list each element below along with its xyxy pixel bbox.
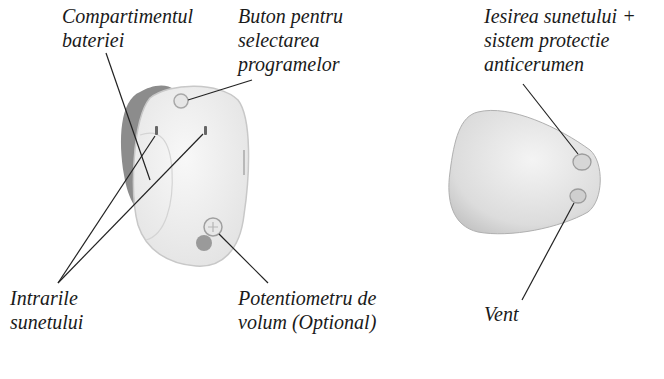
part-label: Intrarile sunetului [10,286,110,334]
part-label: Buton pentru selectarea programelor [238,4,360,76]
leader-line [219,234,268,283]
leader-line [106,53,150,180]
leader-line [522,203,574,300]
volume-knob-base [196,235,212,251]
leader-line [58,136,155,283]
leader-line [188,80,252,100]
leader-line [58,134,203,283]
part-label: Compartimentul bateriei [62,4,202,52]
program-button [174,94,188,108]
leader-line [523,84,578,154]
sound-input [155,126,158,135]
edge-mark [243,150,245,175]
part-label: Vent [484,302,584,326]
sound-outlet [573,154,591,170]
part-label: Potentiometru de volum (Optional) [238,286,378,334]
battery-compartment [140,133,172,240]
volume-potentiometer [204,218,222,236]
ear-piece-shell [449,110,600,233]
part-label: Iesirea sunetului + sistem protectie ant… [484,4,646,76]
sound-input [204,126,207,135]
vent-opening [570,189,586,203]
volume-mark [208,222,218,232]
faceplate [134,86,249,266]
